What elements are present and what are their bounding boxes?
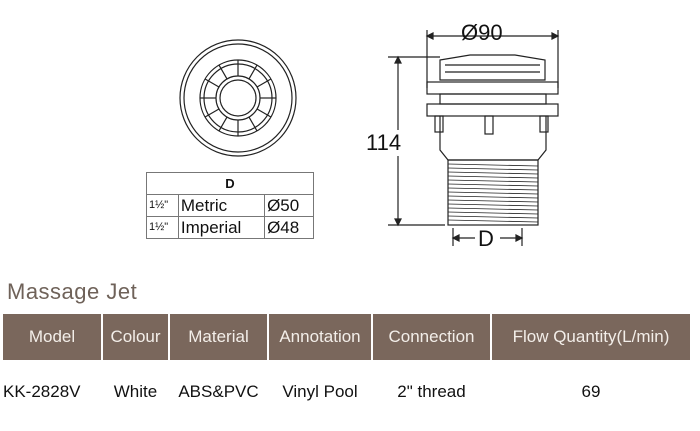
cell-annotation: Vinyl Pool — [282, 382, 358, 401]
header-material: Material — [170, 314, 267, 360]
cell-colour: White — [113, 382, 158, 401]
d-type: Metric — [177, 194, 266, 217]
product-title: Massage Jet — [7, 279, 138, 304]
technical-drawing — [179, 30, 560, 246]
front-view-drawing — [179, 39, 297, 157]
header-flow-quantity: Flow Quantity(L/min) — [492, 314, 690, 360]
d-table-header: D — [146, 172, 314, 195]
spec-table-header: Model Colour Material Annotation Connect… — [3, 314, 698, 360]
thread-line — [447, 175, 539, 179]
thread-line — [447, 191, 539, 195]
thread-line — [447, 211, 539, 215]
d-type: Imperial — [177, 216, 266, 239]
cell-material: ABS&PVC — [178, 382, 259, 401]
header-connection: Connection — [373, 314, 490, 360]
d-dimension-label: D — [478, 226, 494, 251]
d-size: 1½" — [146, 194, 179, 217]
thread-line — [447, 215, 539, 219]
side-view-drawing — [388, 30, 560, 246]
thread-line — [447, 163, 539, 167]
fin-line — [256, 108, 272, 118]
thread-line — [447, 203, 539, 207]
header-model: Model — [3, 314, 101, 360]
thread-line — [447, 219, 539, 223]
d-value: Ø48 — [264, 216, 314, 239]
d-value: Ø50 — [264, 194, 314, 217]
header-annotation: Annotation — [269, 314, 371, 360]
cell-model: KK-2828V — [3, 382, 81, 401]
header-colour: Colour — [103, 314, 168, 360]
thread-line — [447, 171, 539, 175]
thread-line — [447, 167, 539, 171]
thread-line — [447, 187, 539, 191]
table-row: KK-2828V White ABS&PVC Vinyl Pool 2" thr… — [3, 382, 698, 402]
fin-line — [248, 64, 258, 80]
thread-line — [447, 207, 539, 211]
diameter-dimension-label: Ø90 — [461, 20, 503, 45]
fin-line — [218, 64, 228, 80]
fin-line — [248, 116, 258, 132]
thread-line — [447, 183, 539, 187]
height-dimension-label: 114 — [366, 130, 402, 156]
fin-line — [204, 78, 220, 88]
thread-line — [447, 179, 539, 183]
d-size: 1½" — [146, 216, 179, 239]
cell-flow-quantity: 69 — [581, 382, 601, 401]
fin-line — [204, 108, 220, 118]
thread-line — [447, 199, 539, 203]
thread-line — [447, 195, 539, 199]
fin-line — [256, 78, 272, 88]
cell-connection: 2" thread — [397, 382, 466, 401]
fin-line — [218, 116, 228, 132]
